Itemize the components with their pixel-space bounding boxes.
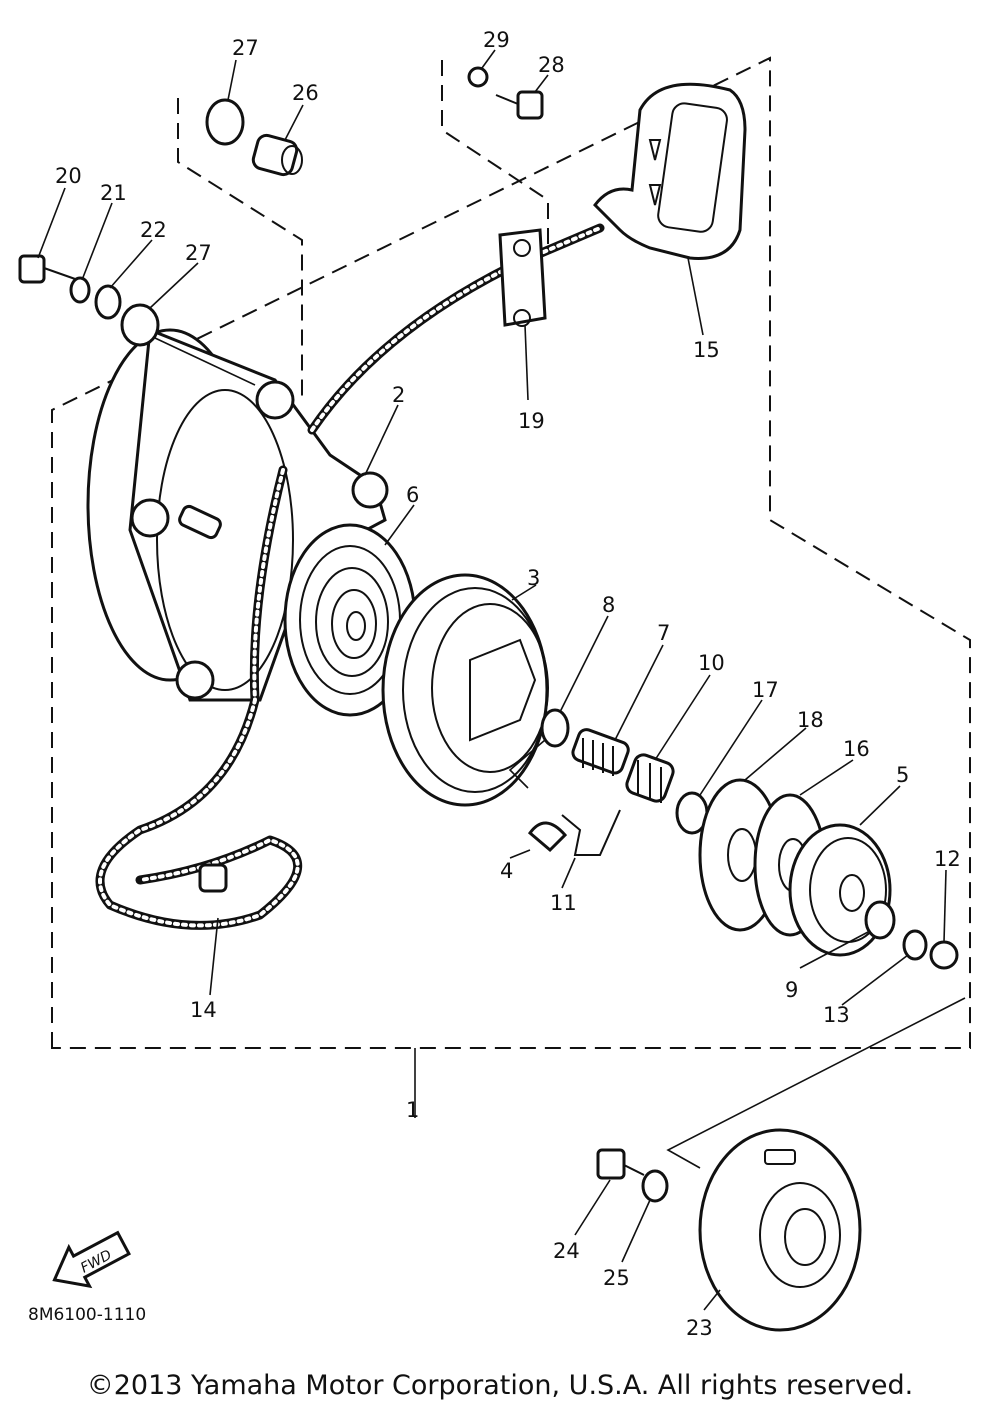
part-number-label: 2 [392, 383, 405, 407]
part-number-label: 23 [686, 1316, 713, 1340]
part-number-label: 4 [500, 859, 513, 883]
part-number-label: 3 [527, 566, 540, 590]
spring-7 [571, 728, 630, 776]
cover-leader [666, 997, 966, 1169]
part-number-label: 21 [100, 181, 127, 205]
part-number-label: 27 [185, 241, 212, 265]
part-number-label: 12 [934, 847, 961, 871]
washer-21 [69, 276, 91, 304]
part-number-label: 9 [785, 978, 798, 1002]
part-number-label: 16 [843, 737, 870, 761]
part-number-label: 27 [232, 36, 259, 60]
part-number-label: 10 [698, 651, 725, 675]
part-number-label: 18 [797, 708, 824, 732]
part-number-label: 29 [483, 28, 510, 52]
part-number-label: 19 [518, 409, 545, 433]
bracket-outline-26-27 [177, 98, 303, 400]
washer-9 [864, 900, 896, 940]
pawl-leader [508, 739, 546, 789]
sheave-drum [381, 573, 549, 807]
cover-washer-leader [621, 1199, 651, 1263]
part-number-label: 1 [406, 1098, 419, 1122]
pawl-spring-11 [561, 809, 621, 856]
bolt-24 [596, 1148, 645, 1180]
starter-rope-texture [98, 226, 602, 928]
part-number-label: 11 [550, 891, 577, 915]
spring-10 [625, 753, 675, 803]
bolt-20 [18, 254, 79, 284]
part-number-label: 17 [752, 678, 779, 702]
washer-22 [94, 284, 122, 320]
part-number-label: 5 [896, 763, 909, 787]
cover-bolt-leader [574, 1179, 611, 1236]
starter-case [86, 327, 389, 702]
rope-end-fitting [198, 863, 228, 893]
part-number-label: 24 [553, 1239, 580, 1263]
part-number-label: 28 [538, 53, 565, 77]
assembly-dashed-outline [51, 56, 971, 1049]
washer-8 [540, 708, 570, 748]
spiral-spring [283, 523, 417, 717]
collar-26 [251, 133, 303, 177]
cover-23 [698, 1128, 862, 1332]
bolt-28 [495, 90, 544, 120]
part-number-label: 20 [55, 164, 82, 188]
grommet-leader [154, 337, 256, 386]
washer-25 [641, 1169, 669, 1203]
leader-lines [37, 49, 947, 1311]
part-number-label: 13 [823, 1003, 850, 1027]
grommet-27-upper [205, 98, 245, 146]
bracket-outline-28-29 [441, 60, 549, 250]
drawing-code: 8M6100-1110 [28, 1305, 146, 1325]
part-number-label: 22 [140, 218, 167, 242]
nut-29 [467, 66, 489, 88]
grommet-27-lower [120, 303, 160, 347]
part-number-label: 7 [657, 621, 670, 645]
part-number-label: 15 [693, 338, 720, 362]
fwd-arrow-icon [52, 1230, 131, 1289]
part-number-label: 25 [603, 1266, 630, 1290]
pawl-4 [527, 821, 568, 853]
part-number-label: 8 [602, 593, 615, 617]
rope-guide [498, 228, 547, 327]
part-number-labels: 1 2 3 4 5 6 7 8 9 10 11 12 13 14 15 16 1… [55, 28, 961, 1340]
part-number-label: 14 [190, 998, 217, 1022]
nut-12 [929, 940, 959, 970]
copyright-notice: ©2013 Yamaha Motor Corporation, U.S.A. A… [87, 1370, 914, 1401]
part-number-label: 6 [406, 483, 419, 507]
starter-handle [593, 82, 747, 260]
washer-13 [902, 929, 928, 961]
part-number-label: 26 [292, 81, 319, 105]
